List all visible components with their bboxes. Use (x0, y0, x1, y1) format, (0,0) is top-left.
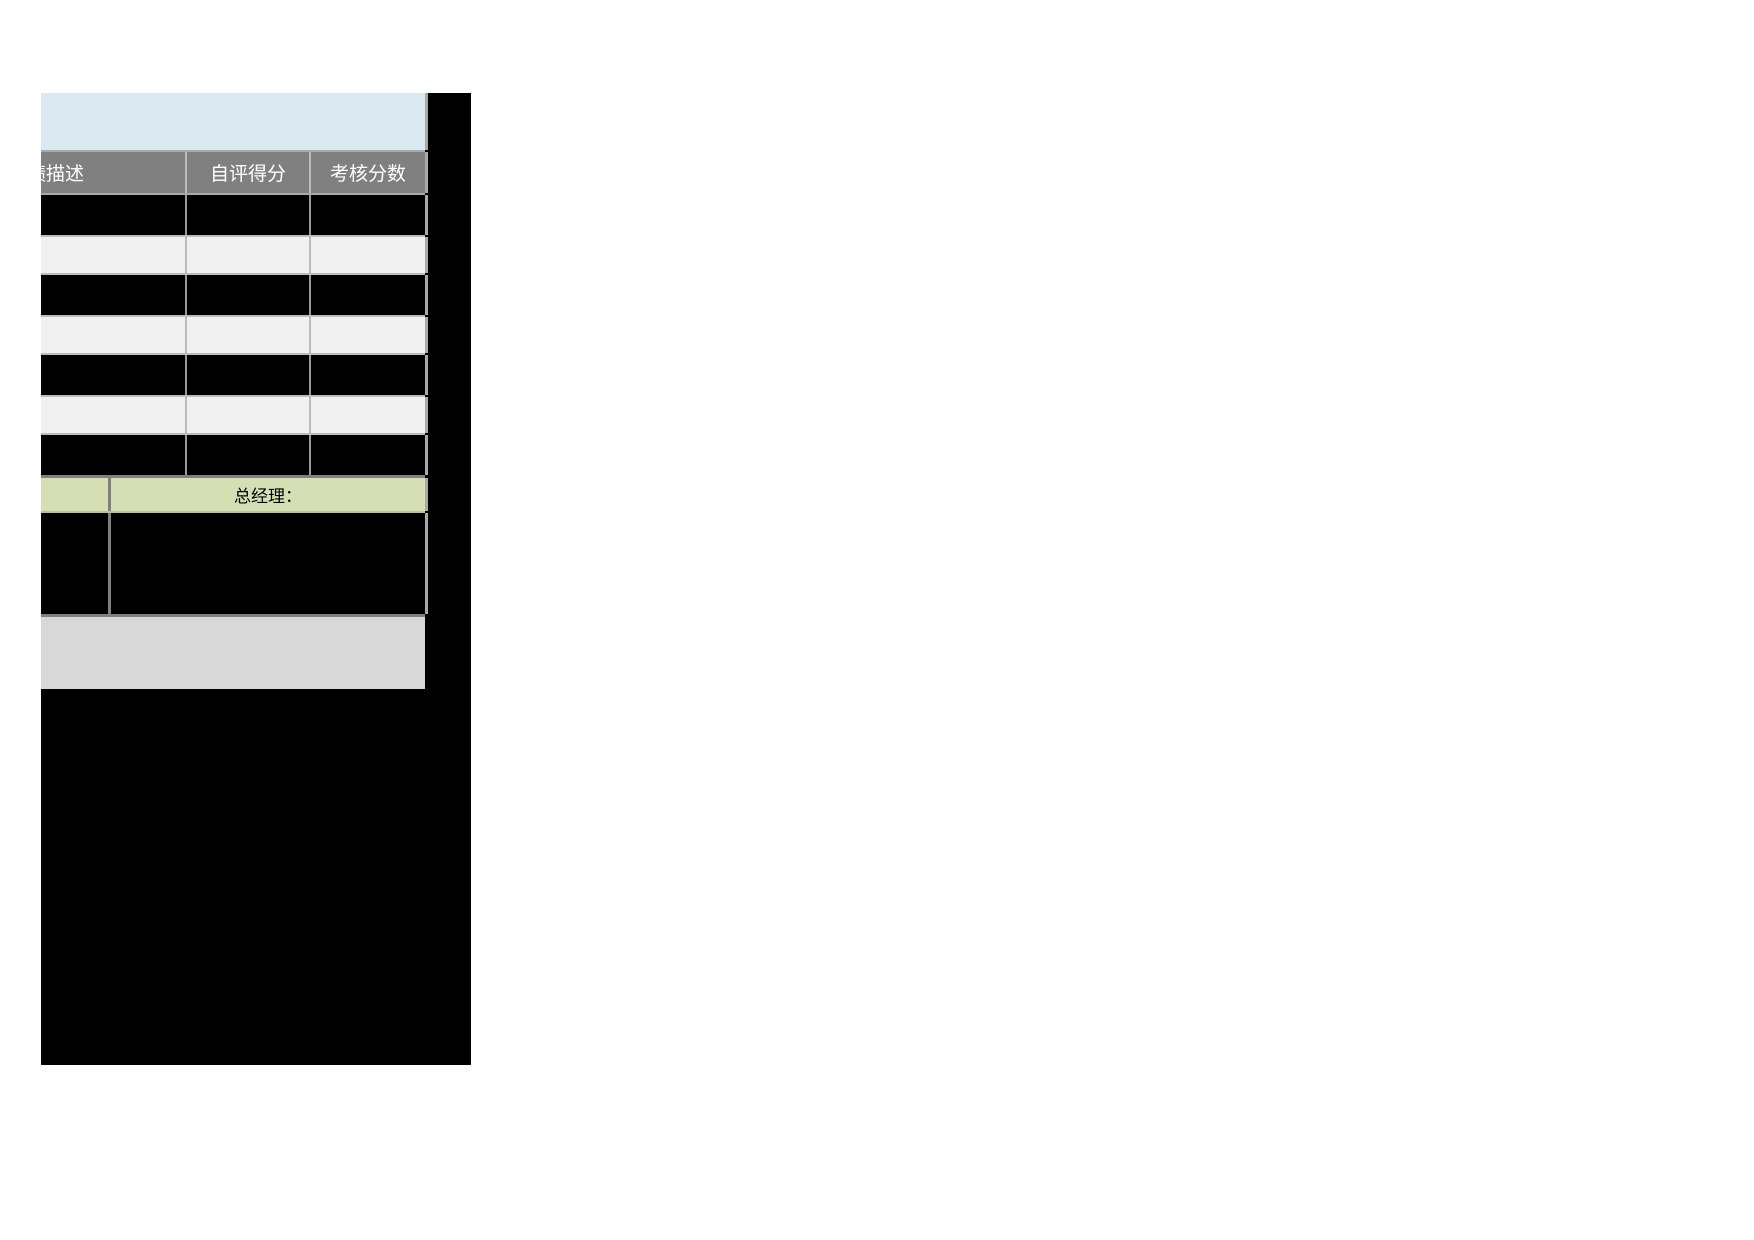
sheet-right-edge (425, 397, 428, 433)
cell-description[interactable] (41, 397, 185, 433)
cell-description[interactable] (41, 435, 185, 475)
column-header-self-score[interactable]: 自评得分 (185, 152, 309, 193)
cell-assessment-score[interactable] (309, 397, 425, 433)
column-header-description-label: 绩描述 (41, 164, 85, 185)
cell-self-score[interactable] (185, 435, 309, 475)
comment-row-left-cell[interactable] (41, 513, 111, 614)
signature-row-left-cell[interactable] (41, 478, 111, 511)
sheet-right-edge (425, 513, 428, 614)
signature-row[interactable]: 总经理： (41, 475, 428, 513)
cell-description[interactable] (41, 237, 185, 273)
sheet-right-edge (425, 93, 428, 150)
sheet-right-edge (425, 237, 428, 273)
column-header-self-score-label: 自评得分 (209, 164, 286, 185)
sheet-right-edge (425, 152, 428, 193)
cell-description[interactable] (41, 355, 185, 395)
spreadsheet-fragment: 绩描述 自评得分 考核分数 (41, 93, 428, 689)
cell-self-score[interactable] (185, 355, 309, 395)
column-header-description[interactable]: 绩描述 (41, 152, 185, 193)
general-manager-label: 总经理： (234, 487, 302, 506)
column-header-assessment-score[interactable]: 考核分数 (309, 152, 425, 193)
cell-assessment-score[interactable] (309, 275, 425, 315)
sheet-right-edge (425, 478, 428, 511)
cell-assessment-score[interactable] (309, 355, 425, 395)
sheet-right-edge (425, 275, 428, 315)
cell-description[interactable] (41, 275, 185, 315)
sheet-right-edge (425, 317, 428, 353)
cell-assessment-score[interactable] (309, 317, 425, 353)
cell-assessment-score[interactable] (309, 435, 425, 475)
sheet-title-row (41, 93, 428, 152)
general-manager-signature-cell[interactable]: 总经理： (111, 478, 425, 511)
table-row[interactable] (41, 435, 428, 475)
cell-self-score[interactable] (185, 237, 309, 273)
cell-self-score[interactable] (185, 397, 309, 433)
sheet-right-edge (425, 355, 428, 395)
table-row[interactable] (41, 275, 428, 315)
cell-description[interactable] (41, 195, 185, 235)
cell-self-score[interactable] (185, 275, 309, 315)
cell-assessment-score[interactable] (309, 195, 425, 235)
cell-self-score[interactable] (185, 195, 309, 235)
footer-panel-row (41, 614, 425, 689)
table-row[interactable] (41, 355, 428, 395)
comment-row-body-cell[interactable] (111, 513, 425, 614)
table-row[interactable] (41, 235, 428, 275)
sheet-right-edge (425, 435, 428, 475)
column-header-assessment-score-label: 考核分数 (329, 164, 406, 185)
table-row[interactable] (41, 195, 428, 235)
comment-row[interactable] (41, 513, 428, 614)
sheet-right-edge (425, 195, 428, 235)
cell-assessment-score[interactable] (309, 237, 425, 273)
table-row[interactable] (41, 395, 428, 435)
cell-self-score[interactable] (185, 317, 309, 353)
table-header-row: 绩描述 自评得分 考核分数 (41, 152, 428, 195)
table-row[interactable] (41, 315, 428, 355)
cell-description[interactable] (41, 317, 185, 353)
